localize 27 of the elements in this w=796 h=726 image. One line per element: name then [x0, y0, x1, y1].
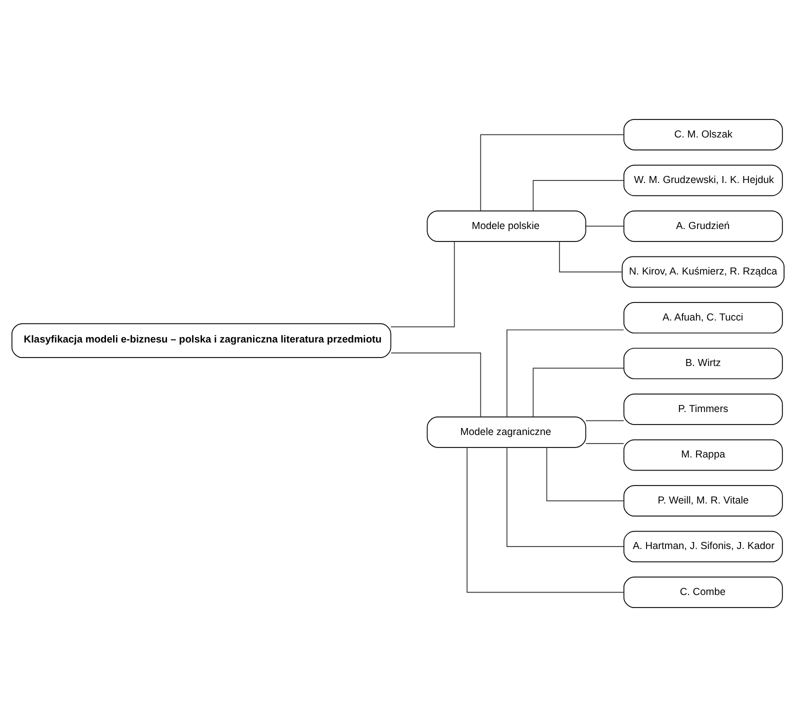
connector: [466, 446, 624, 592]
node-box: Modele zagraniczne: [426, 416, 586, 448]
connector: [585, 225, 624, 226]
connector: [532, 367, 624, 417]
connector: [585, 420, 624, 421]
connector: [585, 442, 624, 444]
node-box: W. M. Grudzewski, I. K. Hejduk: [623, 164, 783, 196]
node-box: Modele polskie: [426, 210, 586, 242]
node-box: N. Kirov, A. Kuśmierz, R. Rządca: [622, 256, 784, 288]
connector: [480, 134, 624, 211]
connector: [506, 328, 624, 417]
connector: [390, 240, 455, 327]
connector: [390, 352, 482, 417]
node-box: C. Combe: [623, 576, 783, 608]
connector: [559, 240, 622, 272]
node-box: A. Grudzień: [623, 210, 783, 242]
node-box: C. M. Olszak: [623, 118, 783, 150]
node-box: Klasyfikacja modeli e-biznesu – polska i zagraniczna literatura przedmiotu: [11, 322, 392, 358]
node-box: B. Wirtz: [623, 347, 783, 379]
connector: [532, 180, 624, 211]
node-box: P. Timmers: [623, 393, 783, 424]
node-box: P. Weill, M. R. Vitale: [623, 484, 783, 516]
connector: [506, 446, 624, 546]
node-box: M. Rappa: [623, 438, 783, 470]
node-box: A. Afuah, C. Tucci: [623, 302, 783, 333]
node-box: A. Hartman, J. Sifonis, J. Kador: [623, 530, 783, 562]
connector: [546, 446, 624, 501]
